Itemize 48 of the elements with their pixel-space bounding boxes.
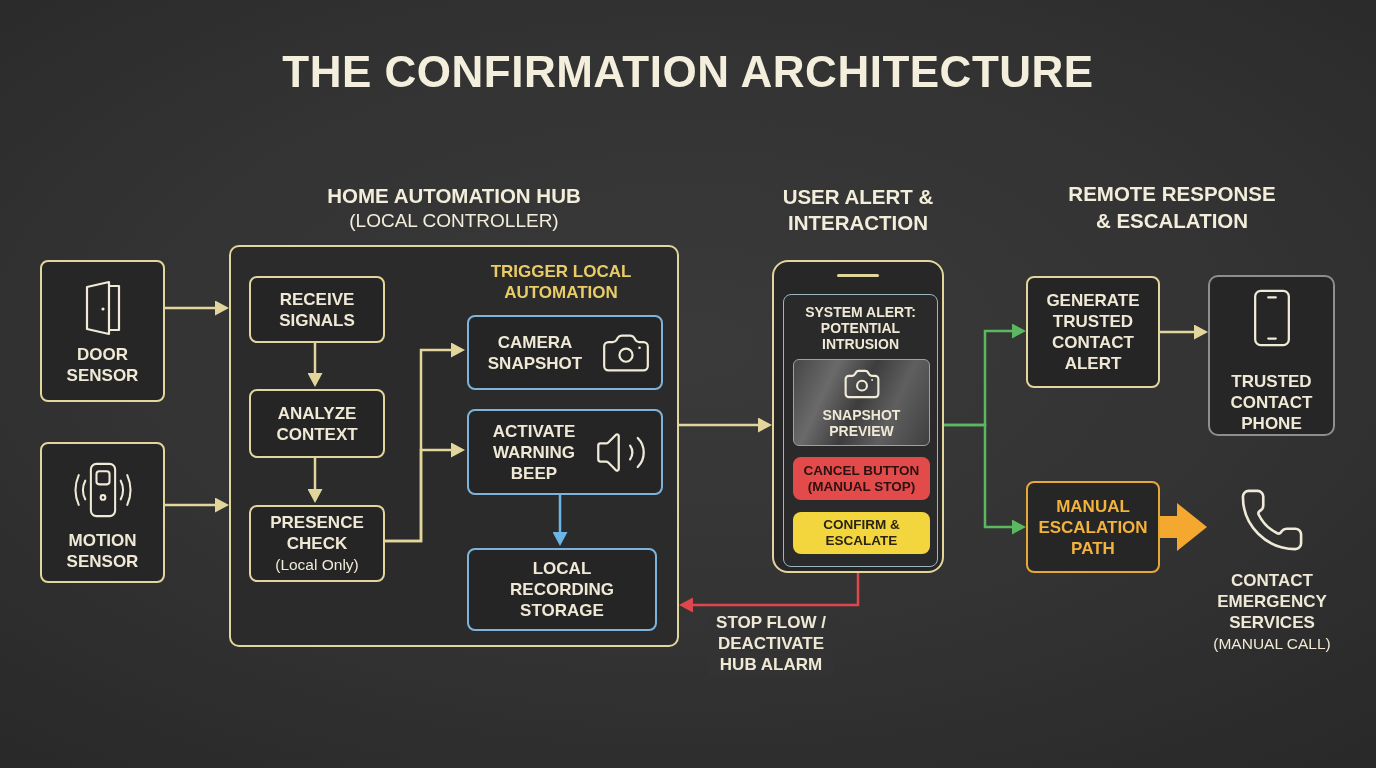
section-heading: REMOTE RESPONSE & ESCALATION xyxy=(1067,181,1277,234)
escalation-step xyxy=(1026,481,1160,573)
process-step xyxy=(249,389,385,458)
step-label: MANUAL ESCALATION PATH xyxy=(1037,495,1149,559)
process-step xyxy=(1026,276,1160,388)
section-subheading: (LOCAL CONTROLLER) xyxy=(349,209,559,233)
step-label: SNAPSHOT PREVIEW xyxy=(821,407,902,439)
action-step xyxy=(467,548,657,631)
group-heading: TRIGGER LOCAL AUTOMATION xyxy=(489,261,633,303)
cancel-button: CANCEL BUTTON (MANUAL STOP) xyxy=(793,457,930,500)
step-label: RECEIVE SIGNALS xyxy=(278,288,356,331)
process-step xyxy=(249,505,385,582)
step-label: ANALYZE CONTEXT xyxy=(275,402,359,445)
arrow xyxy=(165,300,229,316)
arrow xyxy=(383,442,465,543)
sensor-card xyxy=(40,442,165,583)
arrow xyxy=(307,341,323,387)
confirm-button: CONFIRM & ESCALATE xyxy=(793,512,930,554)
step-label: ACTIVATE WARNING BEEP xyxy=(491,420,577,484)
snapshot-preview xyxy=(793,359,930,446)
arrow xyxy=(165,497,229,513)
phone-screen xyxy=(783,294,938,567)
block-arrow xyxy=(1160,503,1207,551)
step-label: MOTION SENSOR xyxy=(65,530,140,572)
arrow xyxy=(679,417,772,433)
section-heading: USER ALERT & INTERACTION xyxy=(781,184,935,236)
step-note: (MANUAL CALL) xyxy=(1213,634,1331,654)
process-step xyxy=(249,276,385,343)
arrow xyxy=(552,493,568,546)
alert-message: SYSTEM ALERT: POTENTIAL INTRUSION xyxy=(804,304,917,352)
step-label: LOCAL RECORDING STORAGE xyxy=(509,558,615,621)
action-step xyxy=(467,315,663,390)
arrow xyxy=(944,423,1026,535)
step-note: (Local Only) xyxy=(275,555,359,575)
step-label: PRESENCE CHECK xyxy=(269,512,365,554)
arrow xyxy=(307,456,323,503)
step-label: CAMERA SNAPSHOT xyxy=(486,331,584,374)
step-label: CONTACT EMERGENCY SERVICES xyxy=(1216,570,1328,633)
sensor-card xyxy=(40,260,165,402)
section-heading: HOME AUTOMATION HUB xyxy=(327,183,581,209)
step-label: GENERATE TRUSTED CONTACT ALERT xyxy=(1045,290,1141,374)
action-step xyxy=(467,409,663,495)
arrow xyxy=(679,573,860,613)
device-card xyxy=(1208,275,1335,436)
step-label: TRUSTED CONTACT PHONE xyxy=(1229,371,1314,434)
step-label: DOOR SENSOR xyxy=(65,344,140,386)
arrow xyxy=(1160,324,1208,340)
diagram-title: THE CONFIRMATION ARCHITECTURE xyxy=(282,47,1094,97)
